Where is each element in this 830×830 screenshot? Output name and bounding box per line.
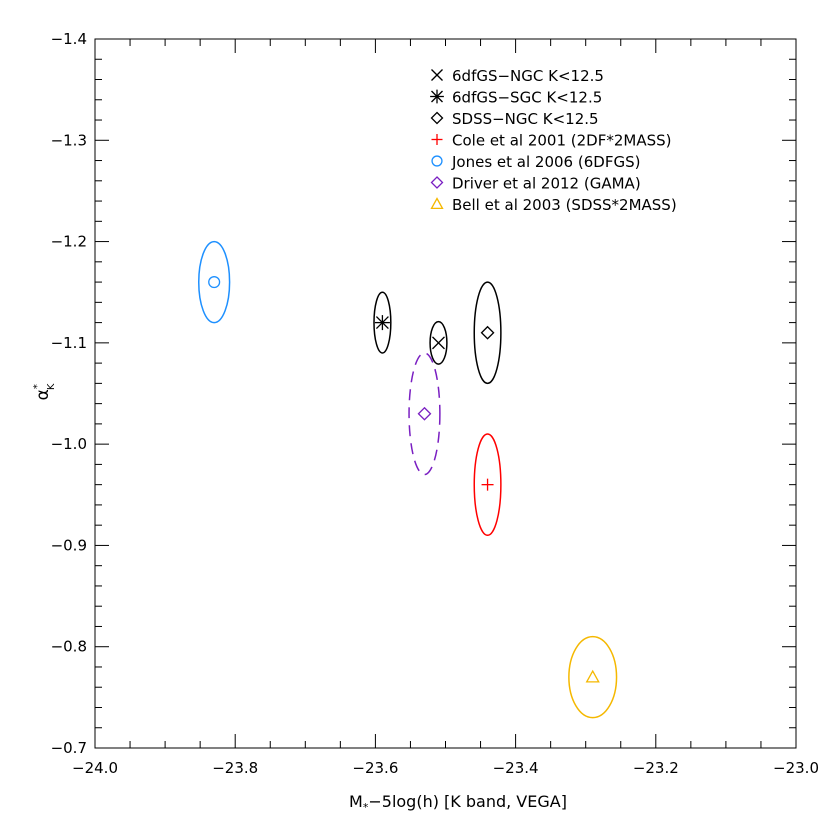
data-point-group	[373, 291, 392, 354]
legend-label: Bell et al 2003 (SDSS*2MASS)	[452, 196, 677, 214]
error-ellipse	[408, 352, 441, 476]
legend-marker	[430, 89, 444, 104]
data-point	[417, 406, 432, 421]
data-point	[374, 315, 390, 331]
legend: 6dfGS−NGC K<12.5 6dfGS−SGC K<12.5SDSS−NGC…	[430, 67, 677, 214]
x-tick-label: −23.8	[212, 759, 258, 777]
data-point-group	[473, 433, 502, 537]
error-ellipse	[568, 635, 618, 719]
legend-label: Cole et al 2001 (2DF*2MASS)	[452, 132, 671, 150]
data-point-group	[473, 281, 502, 385]
data-point-group	[197, 240, 231, 324]
x-axis-label: M*−5log(h) [K band, VEGA]	[349, 792, 567, 814]
x-tick-label: −23.0	[773, 759, 819, 777]
y-tick-label: −1.4	[51, 30, 87, 48]
y-tick-label: −1.0	[51, 435, 87, 453]
y-tick-label: −0.7	[51, 739, 87, 757]
y-tick-label: −1.1	[51, 334, 87, 352]
legend-label: 6dfGS−NGC K<12.5	[452, 67, 604, 85]
x-tick-label: −23.4	[493, 759, 539, 777]
legend-label: Driver et al 2012 (GAMA)	[452, 175, 641, 193]
data-point-group	[429, 320, 448, 365]
legend-label: 6dfGS−SGC K<12.5	[452, 89, 602, 107]
data-point	[208, 276, 221, 289]
legend-marker	[431, 134, 443, 145]
axis-ticks: −24.0 −23.8 −23.6 −23.4 −23.2 −23.0 −1.4 −1.3 −1…	[51, 30, 819, 777]
error-ellipse	[473, 433, 502, 537]
x-tick-label: −24.0	[72, 759, 118, 777]
data-point	[481, 478, 494, 491]
legend-label: Jones et al 2006 (6DFGS)	[451, 153, 640, 171]
y-tick-label: −1.2	[51, 233, 87, 251]
data-point	[432, 336, 445, 350]
y-tick-label: −1.3	[51, 131, 87, 149]
data-point-group	[568, 635, 618, 719]
data-point-group	[408, 352, 441, 476]
x-tick-label: −23.6	[352, 759, 398, 777]
error-ellipse	[197, 240, 231, 324]
legend-marker	[431, 69, 443, 81]
plot-marks	[197, 240, 618, 719]
y-tick-label: −0.8	[51, 638, 87, 656]
x-tick-label: −23.2	[633, 759, 679, 777]
legend-marker	[430, 197, 444, 210]
data-point	[480, 325, 495, 340]
error-ellipse	[373, 291, 392, 354]
error-ellipse	[473, 281, 502, 385]
data-point	[585, 669, 600, 683]
legend-label: SDSS−NGC K<12.5	[452, 110, 599, 128]
y-axis-label: α*K	[32, 383, 57, 400]
y-tick-label: −0.9	[51, 536, 87, 554]
error-ellipse	[429, 320, 448, 365]
legend-marker	[430, 176, 444, 189]
legend-marker	[431, 155, 443, 167]
legend-marker	[430, 111, 444, 125]
